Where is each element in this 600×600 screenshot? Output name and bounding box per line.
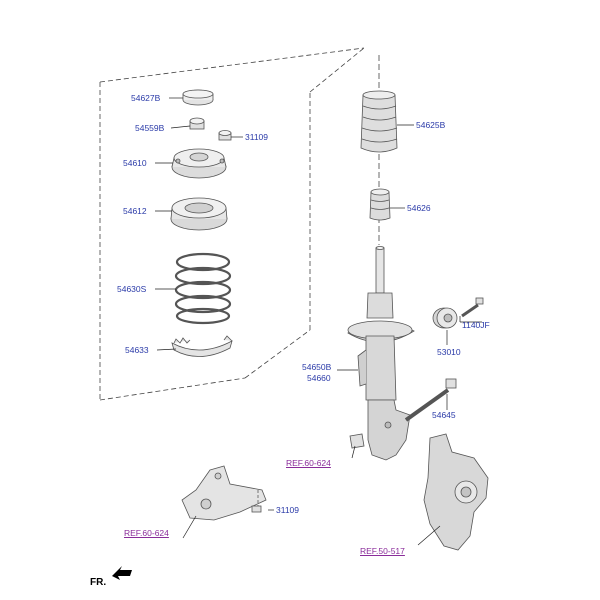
label-53010: 53010 [437, 347, 461, 357]
bump-stopper-part [369, 188, 391, 221]
label-54630S: 54630S [117, 284, 147, 294]
strut-mount-part [171, 148, 227, 179]
strut-bearing-part [170, 197, 228, 231]
flange-nut-top-part [218, 130, 232, 141]
bolt-54645-part [404, 378, 457, 422]
label-54650B: 54650B [302, 362, 332, 372]
label-54660: 54660 [307, 373, 331, 383]
leader-lines [155, 97, 482, 546]
label-54610: 54610 [123, 158, 147, 168]
bushing-part [432, 307, 458, 329]
strut-body-part [347, 246, 415, 461]
label-31109-top: 31109 [245, 132, 269, 142]
insulator-cap-part [182, 89, 214, 106]
ref-link-60-624-upper[interactable]: REF.60-624 [286, 458, 331, 468]
label-54625B: 54625B [416, 120, 446, 130]
label-54633: 54633 [125, 345, 149, 355]
arrow-icon [112, 566, 132, 580]
lock-nut-part [189, 117, 205, 130]
label-31109-bottom: 31109 [276, 505, 300, 515]
knuckle-part [423, 433, 489, 551]
front-direction-label: FR. [90, 577, 107, 588]
label-54626: 54626 [407, 203, 431, 213]
nut-strut-bottom-part [349, 433, 365, 449]
ref-link-60-624-lower[interactable]: REF.60-624 [124, 528, 169, 538]
dust-cover-part [360, 90, 398, 153]
spring-pad-part [171, 335, 233, 357]
flange-nut-bottom-part [251, 505, 262, 513]
ref-link-50-517[interactable]: REF.50-517 [360, 546, 405, 556]
label-54645: 54645 [432, 410, 456, 420]
label-54559B: 54559B [135, 123, 165, 133]
label-54627B: 54627B [131, 93, 161, 103]
label-54612: 54612 [123, 206, 147, 216]
exploded-group-outline [99, 47, 365, 401]
label-1140JF: 1140JF [462, 320, 490, 330]
lower-bracket-part [181, 465, 267, 521]
coil-spring-part [174, 252, 232, 325]
bolt-1140jf-part [461, 297, 484, 318]
